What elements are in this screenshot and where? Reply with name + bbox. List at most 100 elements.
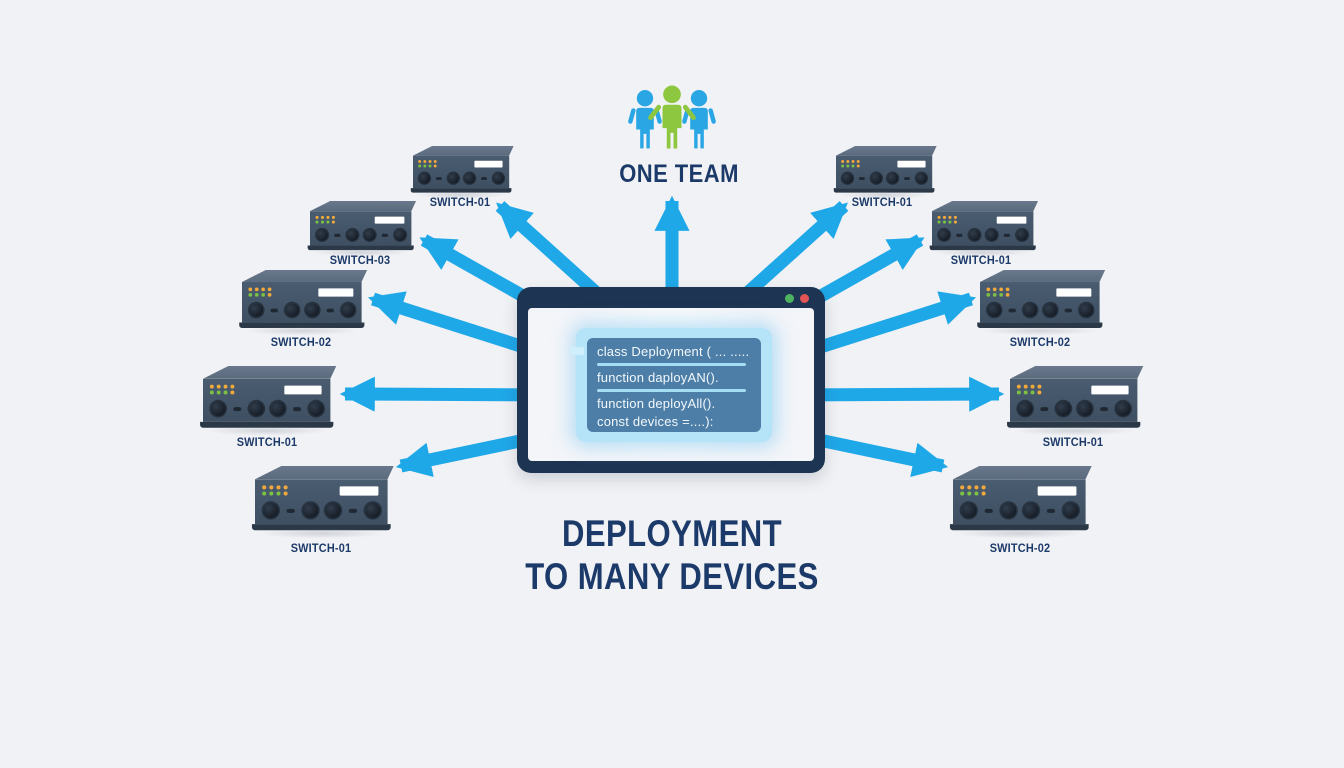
switch-label-plate	[1056, 288, 1092, 297]
port-icon	[987, 303, 1002, 317]
switch-ports	[418, 172, 505, 184]
port-icon	[492, 172, 505, 184]
switch-label-plate	[374, 216, 405, 224]
switch-status-leds	[209, 384, 235, 395]
switch-front-face	[836, 155, 933, 189]
switch-status-leds	[937, 215, 957, 224]
port-dash-icon	[326, 308, 335, 312]
switch-top-face	[255, 466, 394, 480]
code-line: function deployAll().	[597, 396, 716, 411]
switch-front-face	[1010, 378, 1138, 422]
port-icon	[365, 502, 381, 519]
port-icon	[968, 229, 981, 241]
port-dash-icon	[334, 233, 341, 237]
switch-ports	[938, 229, 1028, 241]
switch-label-plate	[996, 216, 1027, 224]
port-icon	[1063, 502, 1079, 519]
port-icon	[887, 172, 899, 184]
switch-ports	[1017, 401, 1131, 416]
switch-label: SWITCH-01	[851, 197, 913, 209]
port-icon	[1115, 401, 1131, 416]
switch-base	[239, 322, 365, 328]
switch-base	[1007, 421, 1141, 428]
switch-status-leds	[986, 287, 1010, 297]
port-icon	[961, 502, 977, 519]
port-dash-icon	[1064, 308, 1073, 312]
title-line2: TO MANY DEVICES	[525, 555, 819, 597]
port-dash-icon	[904, 176, 911, 180]
switch-label: SWITCH-01	[950, 255, 1012, 267]
switch-top-face	[310, 201, 417, 212]
port-icon	[284, 303, 299, 317]
switch-label-plate	[339, 486, 379, 496]
port-icon	[938, 229, 950, 241]
switch-base	[949, 524, 1089, 531]
switch-ports	[263, 502, 381, 519]
port-dash-icon	[1047, 508, 1056, 513]
switch-top-face	[242, 270, 368, 282]
port-icon	[1022, 303, 1037, 317]
network-switch	[200, 366, 337, 436]
switch-front-face	[980, 281, 1100, 323]
switch-label: SWITCH-01	[236, 437, 298, 449]
port-dash-icon	[293, 406, 302, 411]
port-icon	[1016, 229, 1028, 241]
switch-ports	[249, 303, 356, 317]
port-icon	[325, 502, 342, 519]
network-switch	[977, 270, 1106, 336]
switch-front-face	[242, 281, 362, 323]
port-icon	[1078, 401, 1093, 416]
network-switch	[307, 201, 417, 257]
window-dot-red	[800, 294, 809, 303]
switch-base	[929, 245, 1036, 251]
port-dash-icon	[984, 508, 993, 513]
switch-label: SWITCH-01	[429, 197, 491, 209]
port-icon	[308, 401, 324, 416]
switch-status-leds	[960, 485, 986, 496]
port-dash-icon	[956, 233, 963, 237]
switch-top-face	[980, 270, 1106, 282]
switch-front-face	[413, 155, 510, 189]
switch-base	[833, 188, 935, 193]
port-dash-icon	[1100, 406, 1109, 411]
port-icon	[870, 172, 882, 184]
port-icon	[1055, 401, 1071, 416]
port-dash-icon	[233, 406, 242, 411]
port-icon	[263, 502, 279, 519]
port-icon	[418, 172, 431, 184]
title-line1: DEPLOYMENT	[561, 513, 783, 554]
port-icon	[341, 303, 356, 317]
switch-status-leds	[248, 287, 272, 297]
network-switch	[949, 466, 1092, 539]
port-icon	[346, 229, 359, 241]
switch-base	[307, 245, 414, 251]
switch-label-plate	[318, 288, 354, 297]
switch-top-face	[203, 366, 337, 379]
port-icon	[1023, 502, 1040, 519]
switch-label-plate	[1037, 486, 1077, 496]
port-icon	[915, 172, 928, 184]
port-dash-icon	[1008, 308, 1016, 312]
switch-ports	[987, 303, 1094, 317]
switch-label-plate	[474, 160, 503, 168]
switch-label: SWITCH-02	[270, 337, 332, 349]
switch-top-face	[836, 146, 937, 156]
network-switch	[239, 270, 368, 336]
port-icon	[1043, 303, 1058, 317]
switch-ports	[316, 229, 406, 241]
code-panel: class Deployment ( ... .....function dap…	[571, 328, 772, 442]
port-icon	[305, 303, 320, 317]
team-label: ONE TEAM	[619, 160, 739, 188]
port-dash-icon	[435, 176, 442, 180]
switch-front-face	[932, 211, 1034, 246]
network-switch	[410, 146, 514, 199]
team-icon	[628, 85, 716, 149]
switch-label: SWITCH-02	[1009, 337, 1071, 349]
port-icon	[1017, 401, 1033, 416]
switch-base	[251, 524, 391, 531]
network-switch	[251, 466, 394, 539]
network-switch	[929, 201, 1039, 257]
port-icon	[316, 229, 328, 241]
